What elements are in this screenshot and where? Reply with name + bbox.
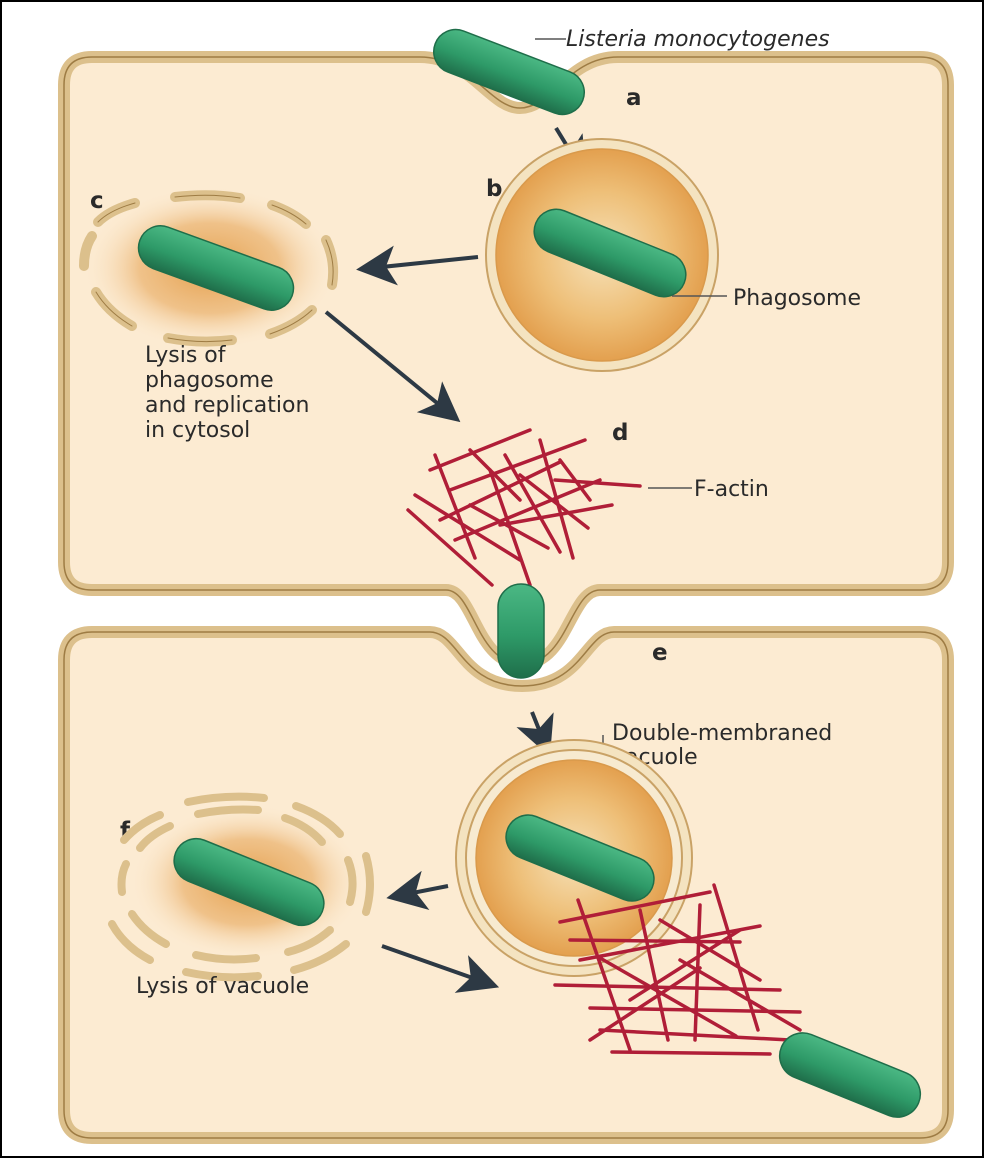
lysis-phagosome-line-2: phagosome <box>145 368 274 393</box>
step-e-label: e <box>652 640 668 666</box>
listeria-label: Listeria monocytogenes <box>566 27 830 52</box>
step-a-label: a <box>626 85 642 111</box>
vacuole-label-line-1: Double-membraned <box>612 721 832 746</box>
bacterium-protrusion <box>498 584 544 678</box>
lysis-phagosome-line-4: in cytosol <box>145 418 250 443</box>
step-d-label: d <box>612 420 628 446</box>
lysis-phagosome-line-1: Lysis of <box>145 343 227 368</box>
lysis-phagosome-line-3: and replication <box>145 393 309 418</box>
lysis-vacuole-label: Lysis of vacuole <box>136 974 309 999</box>
f-actin-label: F-actin <box>694 477 769 502</box>
step-c-label: c <box>90 188 104 214</box>
phagosome-label: Phagosome <box>733 286 861 311</box>
